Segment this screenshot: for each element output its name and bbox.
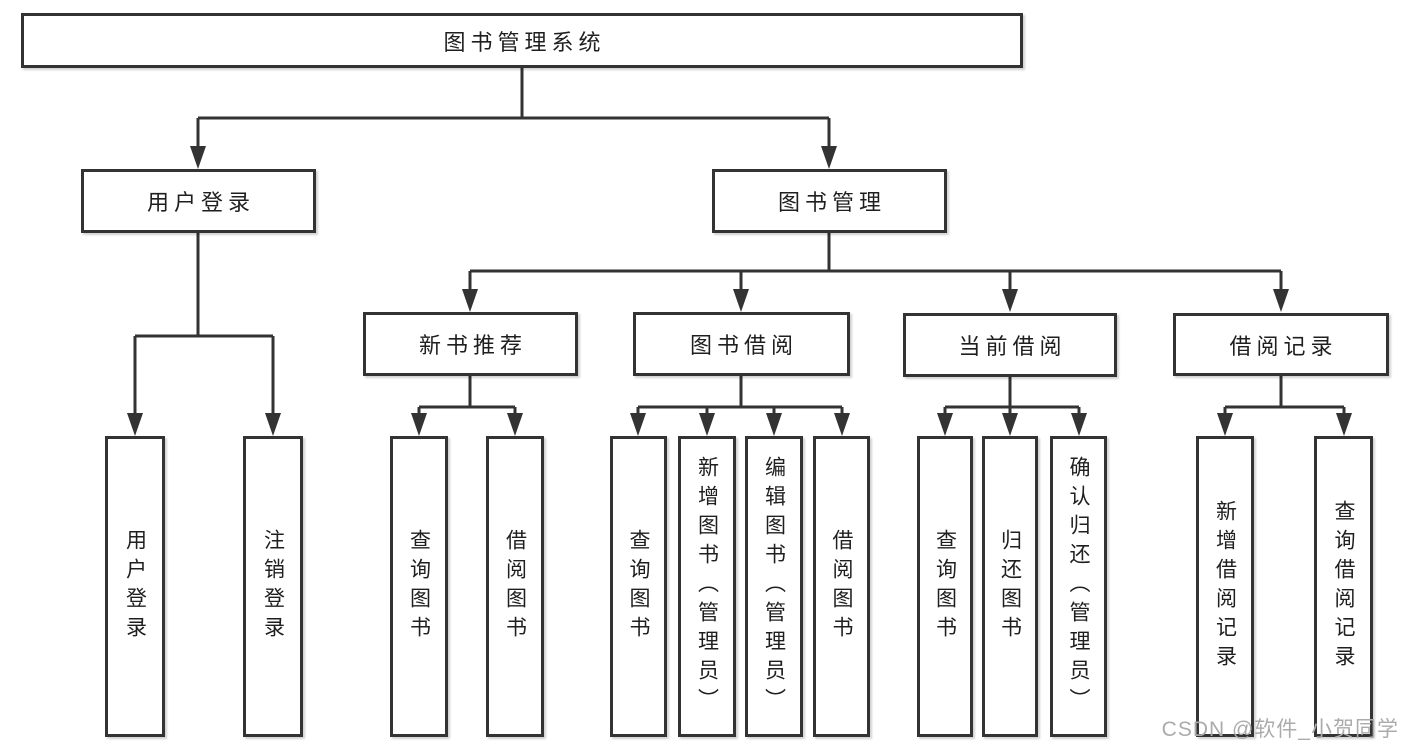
node-borrowing-records: 借阅记录	[1173, 313, 1389, 376]
node-library-management-system: 图书管理系统	[21, 13, 1023, 68]
leaf-logout: 注销登录	[243, 436, 303, 737]
leaf-label: 借阅图书	[503, 528, 527, 645]
leaf-label: 查询图书	[933, 528, 957, 645]
leaf-label: 查询图书	[407, 528, 431, 645]
leaf-confirm-return-admin: 确认归还（管理员）	[1050, 436, 1107, 737]
leaf-edit-books-admin: 编辑图书（管理员）	[745, 436, 803, 737]
leaf-query-books-borrow: 查询图书	[610, 436, 667, 737]
watermark: CSDN @软件_小贺同学	[1161, 718, 1399, 741]
leaf-query-books-recommend: 查询图书	[390, 436, 448, 737]
leaf-user-login: 用户登录	[105, 436, 165, 737]
node-book-borrowing: 图书借阅	[633, 312, 850, 376]
leaf-label: 查询借阅记录	[1332, 499, 1355, 674]
leaf-query-borrow-record: 查询借阅记录	[1314, 436, 1373, 737]
leaf-borrow-books: 借阅图书	[813, 436, 870, 737]
arrowheads	[127, 146, 1352, 436]
leaf-query-books-current: 查询图书	[917, 436, 973, 737]
leaf-label: 查询图书	[627, 528, 650, 645]
node-new-book-recommend: 新书推荐	[363, 312, 578, 376]
leaf-add-books-admin: 新增图书（管理员）	[678, 436, 736, 737]
leaf-borrow-books-recommend: 借阅图书	[486, 436, 544, 737]
leaf-label: 用户登录	[123, 528, 147, 645]
leaf-add-borrow-record: 新增借阅记录	[1196, 436, 1254, 737]
node-user-login: 用户登录	[81, 169, 316, 233]
leaf-label: 编辑图书（管理员）	[762, 456, 786, 717]
leaf-label: 确认归还（管理员）	[1067, 456, 1090, 717]
node-book-management: 图书管理	[712, 169, 947, 233]
leaf-return-books: 归还图书	[982, 436, 1038, 737]
leaf-label: 新增借阅记录	[1213, 499, 1237, 674]
leaf-label: 注销登录	[261, 528, 285, 645]
leaf-label: 借阅图书	[830, 528, 853, 645]
node-current-borrowing: 当前借阅	[903, 313, 1117, 377]
leaf-label: 新增图书（管理员）	[695, 456, 719, 717]
leaf-label: 归还图书	[998, 528, 1022, 645]
